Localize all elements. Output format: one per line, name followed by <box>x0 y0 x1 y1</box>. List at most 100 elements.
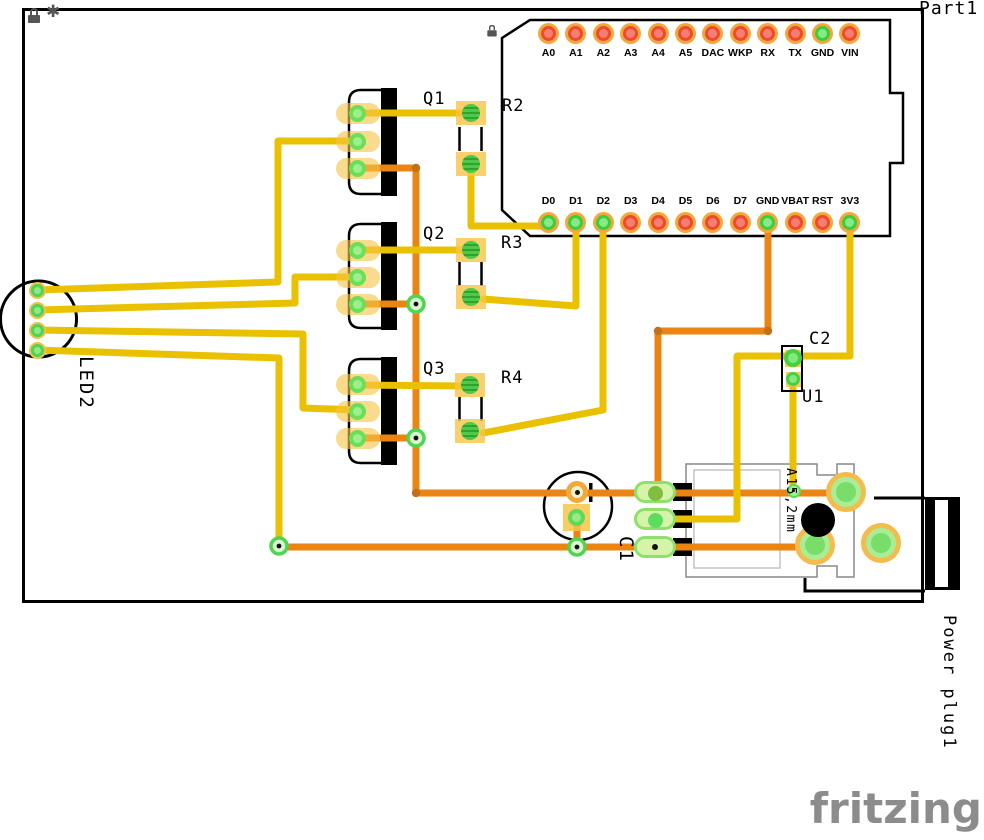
trace-top-jack-c2[interactable] <box>654 352 798 523</box>
trace-top-led-return[interactable] <box>33 346 283 550</box>
bottom-pin-pad-D2[interactable] <box>592 211 614 233</box>
trace-top-r4-d2[interactable] <box>479 219 607 437</box>
q2-pad-3[interactable] <box>336 294 380 315</box>
c1-ref-label[interactable]: C1 <box>615 536 637 563</box>
jack-center-pad[interactable] <box>787 484 801 498</box>
power-plug-ref-label[interactable]: Power plug1 <box>939 615 959 750</box>
trace-bottom-q1-gnd-rail[interactable] <box>358 164 850 497</box>
top-pin-pad-A0[interactable] <box>538 22 559 44</box>
trace-top-led-q3[interactable] <box>33 326 362 414</box>
transistor-q2-body[interactable] <box>381 222 397 330</box>
c1-pad-minus[interactable] <box>563 504 590 531</box>
q1-ref-label[interactable]: Q1 <box>423 89 446 109</box>
q2-ref-label[interactable]: Q2 <box>423 224 446 244</box>
top-pin-pad-TX[interactable] <box>784 22 806 44</box>
bottom-pin-pad-VBAT[interactable] <box>784 211 806 233</box>
r4-ref-label[interactable]: R4 <box>501 368 524 388</box>
r3-ref-label[interactable]: R3 <box>501 233 524 253</box>
u1-ref-label[interactable]: U1 <box>802 387 825 407</box>
lock-shackle <box>488 24 496 31</box>
lock-icon <box>27 8 41 24</box>
bottom-pin-pad-D6[interactable] <box>702 211 724 233</box>
trace-top-led-q1[interactable] <box>33 137 362 294</box>
top-pin-pad-WKP[interactable] <box>729 22 751 44</box>
via-hole <box>574 544 580 550</box>
top-pin-pad-A4[interactable] <box>647 22 669 44</box>
bottom-pin-label-D4: D4 <box>651 195 665 207</box>
bottom-pin-pad-D3[interactable] <box>620 211 642 233</box>
bottom-pin-pad-D5[interactable] <box>675 211 696 233</box>
trace-bottom-gnd-jack[interactable] <box>654 220 772 497</box>
q1-pad-1[interactable] <box>336 103 380 124</box>
c2-outline[interactable] <box>781 345 803 392</box>
transistor-q1-body[interactable] <box>381 88 397 196</box>
bottom-pin-pad-3V3[interactable] <box>839 211 861 233</box>
jack-oval-pad-2[interactable] <box>634 508 676 530</box>
top-pin-label-A1: A1 <box>569 47 583 59</box>
c1-pad-plus[interactable] <box>566 481 588 503</box>
q1-pad-3[interactable] <box>336 158 380 179</box>
c2-ref-label[interactable]: C2 <box>809 329 832 349</box>
top-pin-label-DAC: DAC <box>701 47 725 59</box>
top-pin-pad-A3[interactable] <box>620 22 642 44</box>
trace-top-led-q2[interactable] <box>33 273 362 314</box>
top-pin-label-A2: A2 <box>596 47 611 59</box>
trace-top-r3-d1[interactable] <box>479 219 580 310</box>
top-pin-label-WKP: WKP <box>728 47 753 59</box>
r4-pad-2[interactable] <box>455 419 485 443</box>
led2-pad-2[interactable] <box>29 302 46 319</box>
led2-ref-label[interactable]: LED2 <box>75 356 97 410</box>
q3-pad-2[interactable] <box>336 401 380 422</box>
bottom-pin-label-3V3: 3V3 <box>840 195 860 207</box>
jack-big-pad-1[interactable] <box>826 472 866 512</box>
r3-pad-1[interactable] <box>456 238 486 262</box>
top-pin-label-A5: A5 <box>678 47 693 59</box>
r2-pad-2[interactable] <box>456 152 486 176</box>
bottom-pin-label-D6: D6 <box>706 195 720 207</box>
top-pin-pad-A1[interactable] <box>565 22 587 44</box>
q3-pad-1[interactable] <box>336 374 380 395</box>
bottom-pin-label-D5: D5 <box>678 195 693 207</box>
power-jack-outline[interactable] <box>685 463 855 578</box>
q2-pad-2[interactable] <box>336 267 380 288</box>
top-pin-pad-GND[interactable] <box>812 22 833 44</box>
bottom-pin-pad-D4[interactable] <box>647 211 669 233</box>
fritzing-watermark: fritzing <box>809 784 982 833</box>
bottom-pin-pad-D0[interactable] <box>538 211 559 233</box>
c2-pad-2-ring <box>786 372 800 386</box>
r3-pad-2[interactable] <box>456 285 486 309</box>
q3-ref-label[interactable]: Q3 <box>423 359 446 379</box>
r2-pad-1[interactable] <box>456 101 486 125</box>
jack-oval-pad-3[interactable] <box>634 536 676 558</box>
bottom-pin-label-D1: D1 <box>569 195 583 207</box>
r2-ref-label[interactable]: R2 <box>502 96 525 116</box>
top-pin-pad-DAC[interactable] <box>702 22 724 44</box>
bottom-pin-pad-D1[interactable] <box>565 211 587 233</box>
trace-top-3v3-c2[interactable] <box>790 219 854 360</box>
via-hole <box>413 435 419 441</box>
q3-pad-3[interactable] <box>336 428 380 449</box>
bottom-pin-pad-D7[interactable] <box>729 211 751 233</box>
led2-pad-4[interactable] <box>29 342 46 359</box>
bottom-pin-pad-RST[interactable] <box>812 211 833 233</box>
top-pin-pad-VIN[interactable] <box>839 22 861 44</box>
transistor-q3-body[interactable] <box>381 357 397 465</box>
r4-pad-1[interactable] <box>455 373 485 397</box>
asterisk-icon: ✱ <box>46 2 61 22</box>
jack-big-pad-3[interactable] <box>861 523 901 563</box>
power-plug-outline[interactable] <box>803 578 925 593</box>
top-pin-pad-A5[interactable] <box>675 22 696 44</box>
board-lock-icon <box>487 24 498 37</box>
microcontroller-outline[interactable] <box>500 18 905 238</box>
led2-pad-3[interactable] <box>29 322 46 339</box>
top-pin-pad-A2[interactable] <box>592 22 614 44</box>
top-pin-pad-RX[interactable] <box>757 22 779 44</box>
q2-pad-1[interactable] <box>336 240 380 261</box>
bottom-pin-pad-GND[interactable] <box>757 211 779 233</box>
q1-pad-2[interactable] <box>336 131 380 152</box>
bendpoint <box>763 326 773 336</box>
led2-pad-1[interactable] <box>29 282 46 299</box>
part1-ref-label[interactable]: Part1 <box>919 0 979 19</box>
jack-oval-pad-1[interactable] <box>634 481 676 503</box>
